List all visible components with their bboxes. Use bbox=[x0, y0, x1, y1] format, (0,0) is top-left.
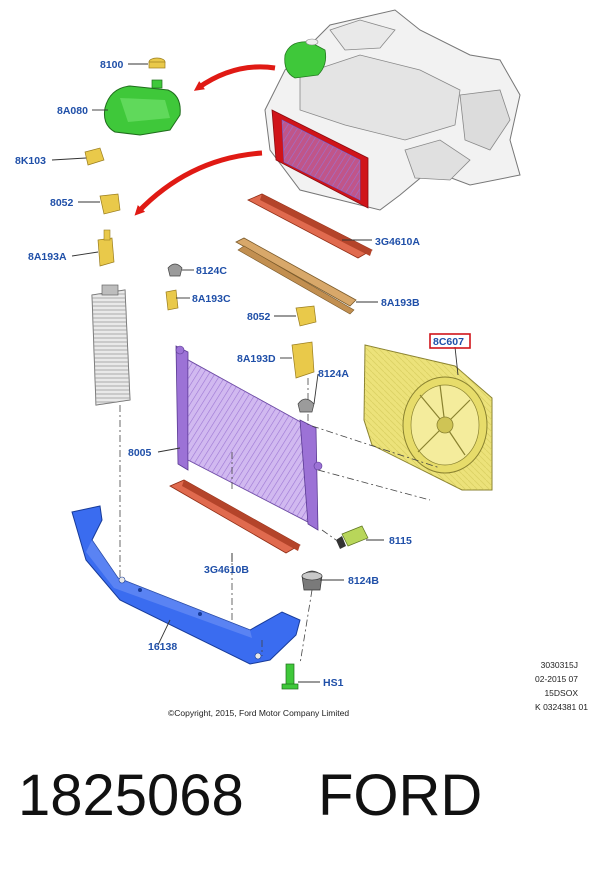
transfer-arrows bbox=[134, 64, 276, 216]
callout-8c607: 8C607 bbox=[433, 336, 464, 348]
callout-8a193d: 8A193D bbox=[237, 353, 276, 365]
bolt-hs1-part bbox=[281, 663, 299, 690]
mount-8124a-part bbox=[297, 398, 315, 413]
copyright-notice: ©Copyright, 2015, Ford Motor Company Lim… bbox=[168, 708, 349, 718]
callout-labels: 8100 8A080 8K103 8052 8A193A 8124C 8A193… bbox=[15, 59, 471, 689]
fan-shroud-part bbox=[363, 344, 493, 491]
leader-lines bbox=[51, 63, 459, 683]
callout-16138: 16138 bbox=[148, 641, 177, 653]
bracket-8k103-part bbox=[84, 147, 105, 166]
front-end-subframe bbox=[264, 9, 521, 211]
callout-3g4610b: 3G4610B bbox=[204, 564, 249, 576]
callout-8115: 8115 bbox=[389, 535, 412, 547]
bracket-8a193b-part bbox=[235, 237, 357, 315]
lower-crossmember-part bbox=[71, 505, 301, 665]
meta-line-2: 02-2015 07 bbox=[535, 674, 578, 684]
callout-8100: 8100 bbox=[100, 59, 124, 71]
meta-line-4: K 0324381 01 bbox=[535, 702, 588, 712]
expansion-tank-part bbox=[104, 79, 181, 136]
seal-3g4610a-part bbox=[247, 193, 373, 259]
callout-8124a: 8124A bbox=[318, 368, 349, 380]
callout-hs1: HS1 bbox=[323, 677, 344, 689]
charge-air-cooler-part bbox=[91, 284, 131, 406]
brand-name: FORD bbox=[318, 763, 483, 828]
diagram-metadata: 3030315J 02-2015 07 15DSOX K 0324381 01 bbox=[535, 660, 588, 712]
reservoir-cap-part bbox=[148, 57, 166, 69]
callout-8005: 8005 bbox=[128, 447, 152, 459]
mount-8124c-part bbox=[167, 263, 183, 277]
hose-8052-mid-part bbox=[295, 305, 317, 327]
callout-8a193a: 8A193A bbox=[28, 251, 67, 263]
part-number: 1825068 bbox=[18, 763, 244, 828]
callout-8124b: 8124B bbox=[348, 575, 379, 587]
radiator-part bbox=[175, 345, 323, 531]
callout-8a080: 8A080 bbox=[57, 105, 88, 117]
sensor-8115-part bbox=[336, 525, 369, 549]
assembly-lines bbox=[119, 378, 441, 665]
meta-line-1: 3030315J bbox=[541, 660, 578, 670]
callout-8124c: 8124C bbox=[196, 265, 227, 277]
callout-8a193c: 8A193C bbox=[192, 293, 231, 305]
callout-8c607-highlight bbox=[429, 333, 471, 349]
callout-8a193b: 8A193B bbox=[381, 297, 420, 309]
meta-line-3: 15DSOX bbox=[544, 688, 578, 698]
hose-8a193a-part bbox=[97, 229, 115, 267]
parts-diagram: 8100 8A080 8K103 8052 8A193A 8124C 8A193… bbox=[15, 9, 588, 718]
hose-8052-left-part bbox=[99, 193, 121, 215]
mount-8124b-part bbox=[301, 570, 323, 591]
seal-3g4610b-part bbox=[169, 479, 301, 554]
callout-8052-left: 8052 bbox=[50, 197, 74, 209]
callout-8052-mid: 8052 bbox=[247, 311, 271, 323]
callout-3g4610a: 3G4610A bbox=[375, 236, 420, 248]
clip-8a193c-part bbox=[165, 289, 179, 311]
callout-8k103: 8K103 bbox=[15, 155, 46, 167]
hose-8a193d-part bbox=[291, 341, 315, 379]
